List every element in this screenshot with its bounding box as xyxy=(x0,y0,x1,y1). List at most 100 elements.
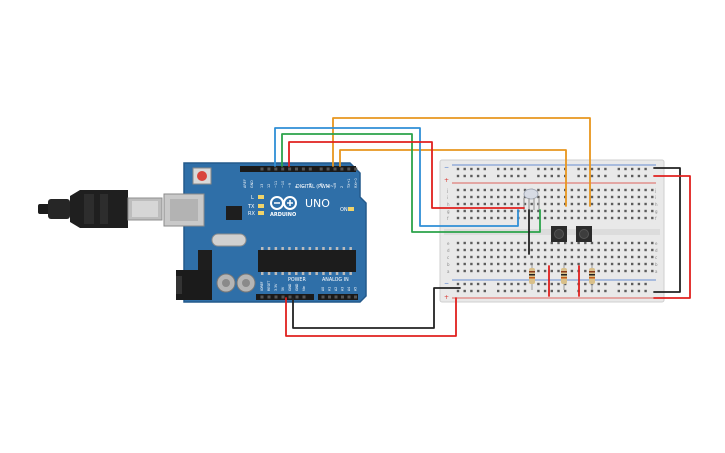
breadboard-hole[interactable] xyxy=(584,202,587,206)
breadboard-hole[interactable] xyxy=(503,282,507,286)
breadboard-hole[interactable] xyxy=(543,262,547,266)
breadboard-hole[interactable] xyxy=(570,202,574,206)
breadboard-hole[interactable] xyxy=(543,289,547,293)
analog-pin-hole[interactable] xyxy=(354,295,357,299)
breadboard-hole[interactable] xyxy=(490,262,493,266)
breadboard-hole[interactable] xyxy=(476,209,480,213)
breadboard-hole[interactable] xyxy=(557,289,560,293)
breadboard-hole[interactable] xyxy=(584,289,587,293)
breadboard-hole[interactable] xyxy=(651,241,654,245)
breadboard-hole[interactable] xyxy=(557,241,560,245)
breadboard-hole[interactable] xyxy=(497,167,500,171)
breadboard-hole[interactable] xyxy=(476,269,480,273)
breadboard-hole[interactable] xyxy=(523,289,527,293)
breadboard-hole[interactable] xyxy=(604,241,607,245)
breadboard-hole[interactable] xyxy=(456,262,460,266)
breadboard-hole[interactable] xyxy=(456,195,460,199)
breadboard-hole[interactable] xyxy=(463,202,466,206)
breadboard-hole[interactable] xyxy=(510,269,513,273)
breadboard-hole[interactable] xyxy=(631,269,634,273)
breadboard-hole[interactable] xyxy=(537,167,540,171)
breadboard-hole[interactable] xyxy=(517,202,520,206)
breadboard-hole[interactable] xyxy=(570,255,574,259)
breadboard-hole[interactable] xyxy=(570,269,574,273)
breadboard-hole[interactable] xyxy=(456,282,460,286)
breadboard-hole[interactable] xyxy=(644,216,647,220)
resistor-2[interactable] xyxy=(561,263,567,290)
breadboard-hole[interactable] xyxy=(577,188,580,192)
breadboard-hole[interactable] xyxy=(537,289,540,293)
breadboard-hole[interactable] xyxy=(624,269,627,273)
breadboard-hole[interactable] xyxy=(530,209,533,213)
breadboard-hole[interactable] xyxy=(537,195,540,199)
breadboard-hole[interactable] xyxy=(476,167,480,171)
breadboard-hole[interactable] xyxy=(584,248,587,252)
breadboard-hole[interactable] xyxy=(631,255,634,259)
breadboard-hole[interactable] xyxy=(597,174,600,178)
breadboard-hole[interactable] xyxy=(456,289,460,293)
analog-pin-hole[interactable] xyxy=(334,295,338,299)
breadboard-hole[interactable] xyxy=(483,248,486,252)
breadboard-hole[interactable] xyxy=(624,248,627,252)
breadboard-hole[interactable] xyxy=(584,209,587,213)
breadboard-hole[interactable] xyxy=(470,282,473,286)
breadboard-hole[interactable] xyxy=(523,209,527,213)
breadboard-hole[interactable] xyxy=(604,209,607,213)
breadboard-hole[interactable] xyxy=(497,188,500,192)
breadboard-hole[interactable] xyxy=(557,248,560,252)
breadboard-hole[interactable] xyxy=(510,241,513,245)
resistor-3[interactable] xyxy=(589,263,595,290)
breadboard-hole[interactable] xyxy=(577,195,580,199)
breadboard-hole[interactable] xyxy=(476,241,480,245)
breadboard-hole[interactable] xyxy=(517,167,520,171)
breadboard-hole[interactable] xyxy=(463,188,466,192)
breadboard-hole[interactable] xyxy=(617,269,620,273)
breadboard-hole[interactable] xyxy=(570,216,574,220)
breadboard-hole[interactable] xyxy=(597,269,600,273)
breadboard-hole[interactable] xyxy=(510,209,513,213)
breadboard-hole[interactable] xyxy=(537,209,540,213)
breadboard-hole[interactable] xyxy=(577,248,580,252)
breadboard-hole[interactable] xyxy=(456,188,460,192)
breadboard-hole[interactable] xyxy=(490,216,493,220)
breadboard-hole[interactable] xyxy=(470,216,473,220)
breadboard-hole[interactable] xyxy=(597,188,600,192)
breadboard-hole[interactable] xyxy=(497,269,500,273)
breadboard-hole[interactable] xyxy=(476,216,480,220)
breadboard-hole[interactable] xyxy=(503,195,507,199)
breadboard-hole[interactable] xyxy=(577,255,580,259)
wire-blue[interactable] xyxy=(274,127,519,227)
breadboard-hole[interactable] xyxy=(651,202,654,206)
breadboard-hole[interactable] xyxy=(631,202,634,206)
breadboard-hole[interactable] xyxy=(577,216,580,220)
breadboard-hole[interactable] xyxy=(637,248,641,252)
breadboard-hole[interactable] xyxy=(537,216,540,220)
breadboard-hole[interactable] xyxy=(463,289,466,293)
breadboard-hole[interactable] xyxy=(604,195,607,199)
breadboard-hole[interactable] xyxy=(631,262,634,266)
breadboard-hole[interactable] xyxy=(497,174,500,178)
breadboard-hole[interactable] xyxy=(631,282,634,286)
breadboard-hole[interactable] xyxy=(597,289,600,293)
breadboard-hole[interactable] xyxy=(543,174,547,178)
breadboard-hole[interactable] xyxy=(597,262,600,266)
breadboard-hole[interactable] xyxy=(470,202,473,206)
breadboard-hole[interactable] xyxy=(644,255,647,259)
breadboard-hole[interactable] xyxy=(530,241,533,245)
breadboard-hole[interactable] xyxy=(463,174,466,178)
breadboard-hole[interactable] xyxy=(463,209,466,213)
breadboard-hole[interactable] xyxy=(510,195,513,199)
breadboard-hole[interactable] xyxy=(557,195,560,199)
breadboard-hole[interactable] xyxy=(637,255,641,259)
breadboard-hole[interactable] xyxy=(517,188,520,192)
breadboard-hole[interactable] xyxy=(497,241,500,245)
digital-pin-hole[interactable] xyxy=(288,167,292,171)
breadboard-hole[interactable] xyxy=(624,202,627,206)
breadboard-hole[interactable] xyxy=(557,262,560,266)
breadboard-hole[interactable] xyxy=(617,289,620,293)
breadboard-hole[interactable] xyxy=(570,262,574,266)
power-pin-hole[interactable] xyxy=(260,295,264,299)
breadboard-hole[interactable] xyxy=(637,195,641,199)
breadboard-hole[interactable] xyxy=(597,167,600,171)
breadboard-hole[interactable] xyxy=(523,202,527,206)
